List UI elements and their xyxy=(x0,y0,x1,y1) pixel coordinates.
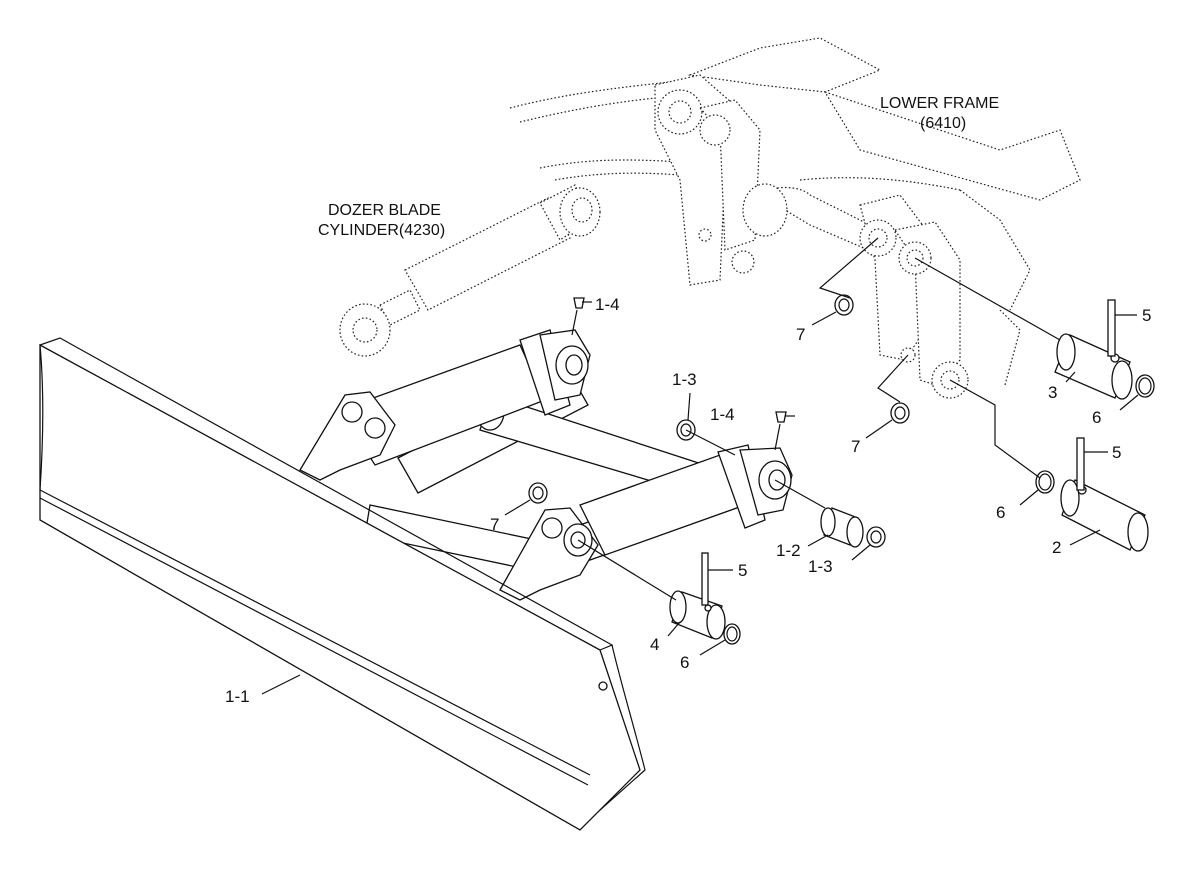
callout-label: 1-4 xyxy=(710,405,735,424)
callout-label: 7 xyxy=(490,515,499,534)
callout-label: 6 xyxy=(1092,408,1101,427)
callout-label: 2 xyxy=(1052,538,1061,557)
callout-label: 1-2 xyxy=(776,541,801,560)
callout-label: 1-1 xyxy=(225,687,250,706)
callout-label: 4 xyxy=(650,635,659,654)
dozer-blade xyxy=(39,337,646,831)
part-callouts: 1-4 1-3 1-4 7 7 7 5 5 5 3 6 6 6 2 1-2 1-… xyxy=(225,295,1151,706)
blade-frame xyxy=(299,297,793,601)
cylinder-code: CYLINDER(4230) xyxy=(318,222,445,239)
leader-lines xyxy=(261,301,1139,695)
callout-label: 6 xyxy=(680,653,689,672)
callout-label: 5 xyxy=(738,561,747,580)
loose-parts xyxy=(528,294,1155,645)
reference-labels: LOWER FRAME (6410) DOZER BLADE CYLINDER(… xyxy=(318,95,999,239)
callout-label: 1-3 xyxy=(672,370,697,389)
callout-label: 6 xyxy=(996,503,1005,522)
lower-frame-code: (6410) xyxy=(920,115,966,132)
lower-frame xyxy=(509,37,1081,399)
callout-label: 5 xyxy=(1112,443,1121,462)
callout-label: 7 xyxy=(796,325,805,344)
dozer-blade-cylinder xyxy=(339,184,601,357)
assembly-lines xyxy=(577,237,1061,601)
cylinder-label: DOZER BLADE xyxy=(328,202,441,219)
lower-frame-label: LOWER FRAME xyxy=(880,95,999,112)
callout-label: 1-4 xyxy=(595,295,620,314)
callout-label: 3 xyxy=(1048,383,1057,402)
callout-label: 5 xyxy=(1142,306,1151,325)
callout-label: 1-3 xyxy=(808,557,833,576)
callout-label: 7 xyxy=(851,437,860,456)
